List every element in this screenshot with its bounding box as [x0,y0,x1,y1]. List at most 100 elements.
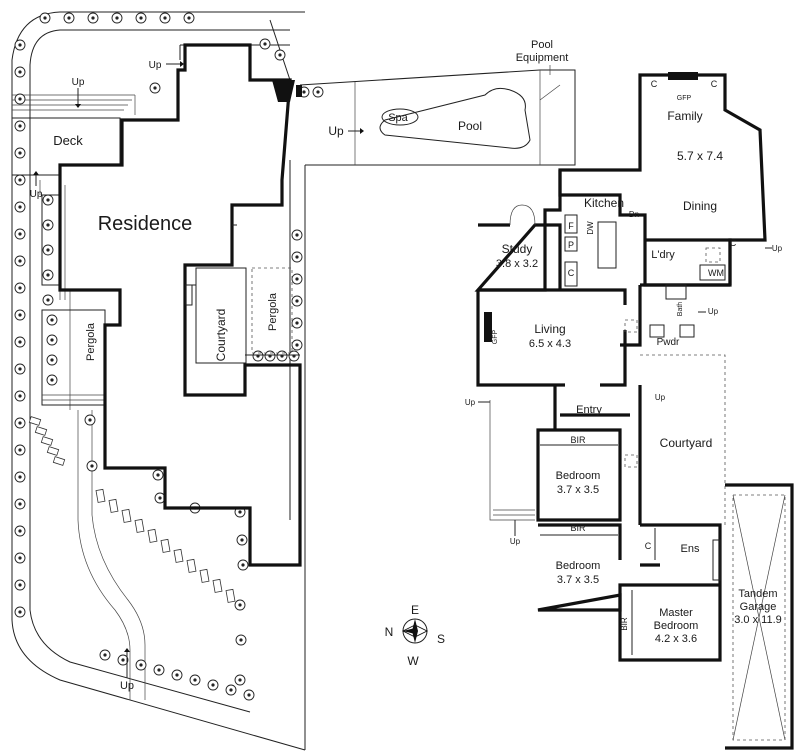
plant-center [302,90,306,94]
label-dn: Dn [629,210,639,219]
plant-center [18,340,22,344]
label-study: Study [502,242,533,256]
compass-w: W [407,654,419,668]
label-bath: Bath [677,302,684,317]
plant-center [156,473,160,477]
plant-center [193,678,197,682]
plant-center [18,259,22,263]
up-label: Up [708,307,719,316]
up-label: Up [120,680,134,692]
plant-center [103,653,107,657]
compass-s: S [437,632,445,646]
label-entry: Entry [576,404,602,416]
label-c-family-2: C [711,79,718,89]
label-pool-equipment-1: Pool [531,39,553,51]
up-label: Up [72,77,85,88]
plant-center [50,378,54,382]
plant-center [18,205,22,209]
label-bedroom-1-size: 3.7 x 3.5 [557,484,599,496]
label-kitchen: Kitchen [584,196,624,210]
house-walls [474,72,794,750]
label-c-ens: C [645,541,652,551]
plant-center [18,502,22,506]
label-tandem-size: 3.0 x 11.9 [734,614,782,626]
label-bir-3: BIR [620,617,629,631]
plant-center [238,678,242,682]
plant-center [18,367,22,371]
plant-center [238,510,242,514]
plant-center [241,563,245,567]
label-pool: Pool [458,119,482,133]
label-study-size: 3.8 x 3.2 [496,258,538,270]
garden-plants [14,12,324,701]
label-family: Family [667,109,702,123]
pool-area [296,65,576,166]
label-f: F [568,221,574,231]
plant-center [18,610,22,614]
label-c-ldry: C [730,238,737,248]
plant-center [121,658,125,662]
plant-center [239,638,243,642]
plant-center [295,343,299,347]
plant-center [163,16,167,20]
label-family-size: 5.7 x 7.4 [677,149,723,163]
compass-n: N [385,625,394,639]
plant-center [18,97,22,101]
label-pergola-left: Pergola [85,322,97,361]
room-labels: Residence Deck Pergola Courtyard Pergola… [53,39,782,645]
plant-center [295,277,299,281]
label-gfp-family: GFP [677,95,692,102]
plant-center [295,299,299,303]
plant-center [295,321,299,325]
label-bir-1: BIR [570,435,586,445]
plant-center [18,529,22,533]
label-pwdr: Pwdr [657,337,680,348]
label-master-size: 4.2 x 3.6 [655,633,697,645]
plant-center [50,338,54,342]
plant-center [18,394,22,398]
plant-center [18,421,22,425]
plant-center [211,683,215,687]
up-label: Up [772,244,783,253]
label-master-1: Master [659,607,693,619]
up-label: Up [30,189,43,200]
up-label: Up [149,60,162,71]
plant-center [158,496,162,500]
label-ens: Ens [681,543,700,555]
plant-center [18,556,22,560]
label-p: P [568,240,574,250]
compass: E S W N [385,603,445,668]
plant-center [229,688,233,692]
label-bir-2: BIR [570,523,586,533]
plant-center [18,583,22,587]
plant-center [50,318,54,322]
up-label: Up [328,124,344,138]
up-label: Up [655,393,666,402]
plant-center [18,475,22,479]
label-c-family-1: C [651,79,658,89]
plant-center [46,198,50,202]
label-living: Living [534,322,565,336]
label-bedroom-2-size: 3.7 x 3.5 [557,574,599,586]
label-wm: WM [708,268,724,278]
plant-center [157,668,161,672]
plant-center [18,70,22,74]
plant-center [295,233,299,237]
plant-center [115,16,119,20]
label-bedroom-2: Bedroom [556,560,601,572]
label-tandem-1: Tandem [738,588,777,600]
plant-center [153,86,157,90]
plant-center [43,16,47,20]
plant-center [187,16,191,20]
plant-center [18,448,22,452]
plant-center [240,538,244,542]
plant-center [18,178,22,182]
plant-center [175,673,179,677]
up-label: Up [510,537,521,546]
label-pergola-mid: Pergola [267,292,279,331]
label-residence: Residence [98,213,193,235]
plant-center [18,124,22,128]
residence-walls [58,43,302,567]
plant-center [46,273,50,277]
